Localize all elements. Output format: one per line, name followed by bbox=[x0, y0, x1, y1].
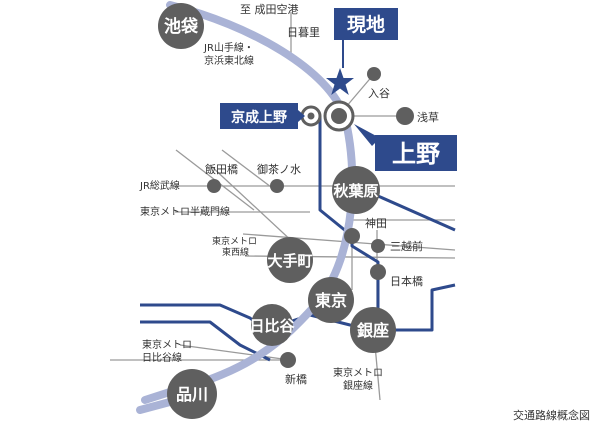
label-to-narita: 至 成田空港 bbox=[240, 2, 299, 16]
label-ochanomizu: 御茶ノ水 bbox=[257, 162, 301, 176]
label-jr-sobu: JR総武線 bbox=[139, 179, 180, 192]
keisei-ueno-pointer bbox=[298, 110, 305, 122]
station-otemachi bbox=[267, 237, 313, 283]
map-caption: 交通路線概念図 bbox=[513, 408, 590, 422]
station-shinagawa bbox=[167, 369, 217, 419]
line-ginza-down bbox=[374, 344, 381, 401]
station-ikebukuro bbox=[158, 3, 204, 49]
station-dot-kanda bbox=[344, 228, 360, 244]
major-station-labels: 池袋 秋葉原 大手町 東京 日比谷 銀座 品川 bbox=[164, 16, 389, 404]
station-dot-shimbashi bbox=[280, 352, 296, 368]
label-akihabara: 秋葉原 bbox=[333, 182, 378, 200]
major-stations bbox=[158, 3, 396, 419]
station-ginza bbox=[350, 307, 396, 353]
minor-station-labels: 日暮里 入谷 浅草 飯田橋 御茶ノ水 神田 三越前 日本橋 新橋 bbox=[205, 25, 439, 386]
label-tokyo: 東京 bbox=[315, 291, 347, 310]
label-nihonbashi: 日本橋 bbox=[390, 274, 423, 288]
station-dot-nihonbashi bbox=[370, 264, 386, 280]
label-nippori: 日暮里 bbox=[287, 25, 320, 39]
minor-stations bbox=[207, 67, 414, 368]
ueno-box-label: 上野 bbox=[392, 140, 440, 168]
label-shinagawa: 品川 bbox=[176, 385, 208, 404]
line-hibiya-upper bbox=[140, 303, 266, 332]
station-dot-mitsukoshimae bbox=[371, 239, 385, 253]
label-hibiya-2: 日比谷線 bbox=[142, 351, 182, 364]
ueno-pointer bbox=[354, 124, 380, 146]
label-jr-yamanote-1: JR山手線・ bbox=[203, 41, 254, 54]
label-tozai-2: 東西線 bbox=[222, 246, 249, 258]
current-location-box bbox=[334, 8, 398, 40]
line-hibiya-mid bbox=[140, 320, 271, 362]
station-dot-iriya bbox=[367, 67, 381, 81]
label-mitsukoshimae: 三越前 bbox=[390, 239, 423, 253]
star-icon bbox=[326, 68, 354, 95]
label-ginza: 銀座 bbox=[357, 321, 389, 340]
label-ginza-2: 銀座線 bbox=[343, 379, 373, 392]
label-ikebukuro: 池袋 bbox=[164, 16, 199, 37]
label-kanda: 神田 bbox=[365, 216, 387, 230]
station-akihabara bbox=[332, 166, 380, 214]
line-hibiya-lower bbox=[179, 344, 291, 361]
station-dot-asakusa bbox=[396, 107, 414, 125]
station-tokyo bbox=[308, 277, 354, 323]
station-dot-ochanomizu bbox=[270, 179, 284, 193]
label-hibiya: 日比谷 bbox=[249, 317, 295, 335]
label-otemachi: 大手町 bbox=[267, 252, 312, 270]
line-sobu-branch-ochanomizu bbox=[221, 149, 276, 191]
line-labels: 至 成田空港 JR山手線・ 京浜東北線 JR総武線 東京メトロ半蔵門線 東京メト… bbox=[139, 2, 383, 392]
keisei-ueno-dot bbox=[307, 112, 315, 120]
label-hanzomon: 東京メトロ半蔵門線 bbox=[140, 205, 230, 218]
label-tozai-1: 東京メトロ bbox=[212, 235, 257, 247]
keisei-ueno-label: 京成上野 bbox=[231, 109, 287, 126]
ueno-box bbox=[375, 135, 457, 171]
keisei-ueno-box bbox=[220, 103, 298, 129]
current-location-label: 現地 bbox=[347, 13, 385, 36]
label-iriya: 入谷 bbox=[368, 87, 390, 100]
line-keisei bbox=[318, 116, 456, 332]
label-hibiya-1: 東京メトロ bbox=[142, 338, 192, 351]
label-jr-yamanote-2: 京浜東北線 bbox=[204, 54, 254, 67]
ueno-dot bbox=[331, 108, 347, 124]
label-asakusa: 浅草 bbox=[417, 111, 439, 124]
ueno-ring bbox=[300, 100, 355, 132]
label-shimbashi: 新橋 bbox=[285, 372, 307, 386]
label-iidabashi: 飯田橋 bbox=[205, 162, 238, 176]
line-upper-right bbox=[377, 194, 456, 232]
label-ginza-1: 東京メトロ bbox=[333, 366, 383, 379]
station-dot-iidabashi bbox=[207, 179, 221, 193]
station-hibiya bbox=[251, 304, 293, 346]
